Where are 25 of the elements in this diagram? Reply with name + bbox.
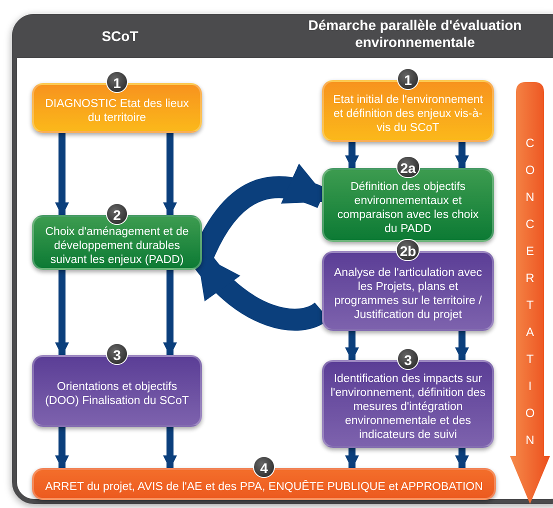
flow-arrow <box>455 142 469 170</box>
column-heading: Démarche parallèle d'évaluation environnementale <box>307 17 523 51</box>
flow-arrow <box>455 331 469 362</box>
vertical-label: CONCERTATION <box>525 135 535 449</box>
step-text: Identification des impacts sur l'environnement, définition des mesures d'intégration environnementale et des indicateurs de suivi <box>330 372 486 442</box>
flow-arrow <box>345 142 359 170</box>
column-heading: SCoT <box>100 28 140 45</box>
step-text: Analyse de l'articulation avec les Projets, plans et programmes sur le territoire / Justification du projet <box>333 266 483 322</box>
step-text: ARRET du projet, AVIS de l'AE et des PPA, ENQUÊTE PUBLIQUE et APPROBATION <box>45 480 483 494</box>
flow-arrow <box>55 133 69 216</box>
step-number-badge: 2a <box>396 156 420 178</box>
flow-arrow <box>163 133 177 216</box>
step-text: Définition des objectifs environnementaux et comparaison avec les choix du PADD <box>336 180 480 236</box>
flow-arrow <box>163 270 177 356</box>
step-text: DIAGNOSTIC Etat des lieux du territoire <box>44 97 190 125</box>
step-text: Etat initial de l'environnement et définition des enjeux vis-à-vis du SCoT <box>332 93 484 135</box>
flow-arrow <box>55 270 69 356</box>
flow-arrow <box>345 448 359 470</box>
step-text: Orientations et objectifs (DOO) Finalisation du SCoT <box>44 380 190 408</box>
flow-arrow <box>345 331 359 362</box>
flow-arrow <box>163 427 177 470</box>
step-text: Choix d'aménagement et de développement durables suivant les enjeux (PADD) <box>44 224 190 266</box>
flow-arrow <box>455 448 469 470</box>
concertation-arrow <box>510 80 550 504</box>
flow-arrow <box>55 427 69 470</box>
